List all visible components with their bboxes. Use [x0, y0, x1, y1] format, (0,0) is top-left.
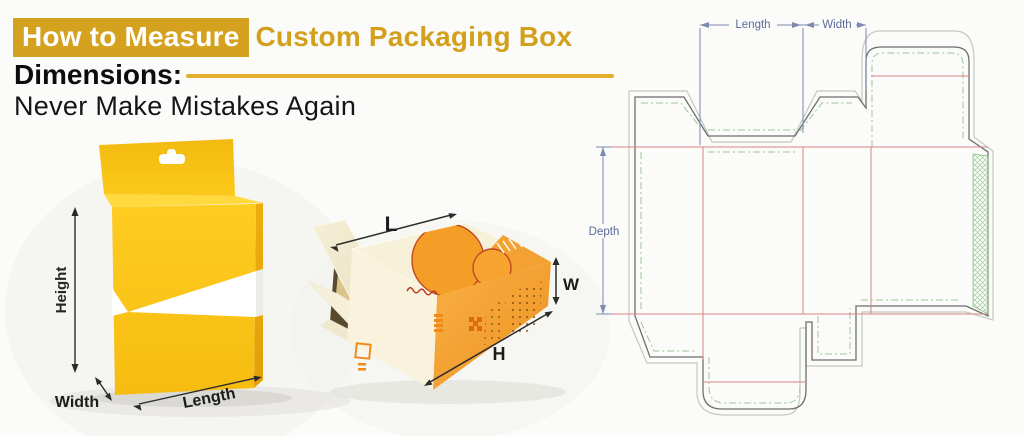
l-arrow	[335, 214, 452, 246]
left-box-dimension-arrows	[71, 207, 262, 411]
open-box-dimension-arrows	[330, 213, 560, 386]
glue-strip	[972, 153, 989, 315]
squiggle-decoration	[406, 287, 438, 296]
w-label: W	[563, 275, 580, 294]
subtitle-row: Dimensions:	[14, 59, 615, 91]
dieline-dimension-lines	[596, 24, 867, 315]
dieline-diagram: Length Width Depth	[586, 17, 994, 416]
dieline-width-label: Width	[822, 19, 851, 31]
open-box-illustration: L W H	[307, 213, 580, 390]
dieline-crease-lines	[601, 75, 988, 383]
length-arrow	[138, 377, 257, 405]
tagline: Never Make Mistakes Again	[14, 91, 357, 121]
band-marks	[496, 236, 523, 254]
right-face-dots	[507, 282, 542, 338]
headline-highlight: How to Measure	[13, 18, 249, 57]
front-face-dots	[484, 300, 506, 345]
box-hang-tab	[99, 139, 235, 196]
l-label: L	[385, 213, 398, 236]
dieline-cut-outline	[634, 46, 989, 410]
dimension-arrowheads	[600, 22, 866, 314]
h-arrow	[429, 313, 548, 383]
h-label: H	[493, 344, 506, 364]
dieline-depth-label: Depth	[589, 226, 620, 238]
box-front-stripe-left	[112, 288, 128, 316]
gold-underline	[186, 74, 615, 78]
open-box-front-face	[347, 249, 437, 390]
headline-rest: Custom Packaging Box	[255, 21, 573, 52]
pixel-cross-decoration	[469, 317, 482, 331]
dieline-length-label: Length	[735, 19, 770, 31]
hang-tab-box-illustration: Height Width Length	[53, 139, 263, 412]
euro-slot-hole-icon	[159, 149, 185, 164]
dieline-offset-outline	[628, 30, 994, 416]
top-face-circles	[411, 223, 512, 296]
box-top-face	[104, 194, 263, 207]
width-label: Width	[55, 394, 99, 411]
small-square-decoration	[354, 342, 372, 371]
dieline-safety-lines	[640, 52, 964, 404]
equalizer-bars-decoration	[434, 314, 443, 332]
subtitle: Dimensions:	[14, 59, 183, 90]
box-front-stripe	[128, 271, 256, 317]
height-label: Height	[53, 267, 70, 314]
box-side-stripe	[256, 269, 263, 317]
